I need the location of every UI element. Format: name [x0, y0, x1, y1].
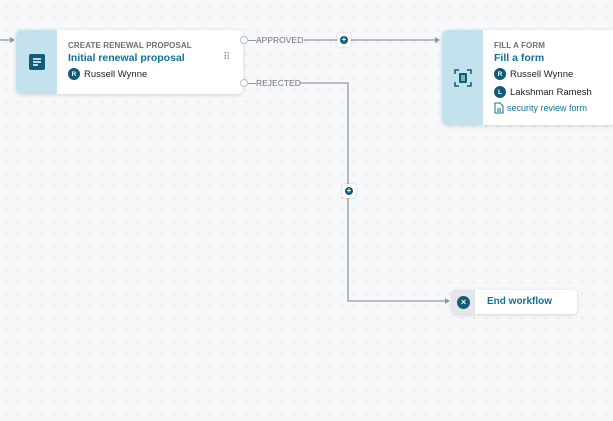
- avatar: R: [494, 68, 506, 80]
- assignee-name: Russell Wynne: [84, 68, 148, 80]
- approved-port[interactable]: [240, 36, 248, 44]
- assignee-name: Russell Wynne: [510, 68, 574, 80]
- node-title: End workflow: [487, 296, 552, 307]
- add-step-button-rejected[interactable]: +: [342, 184, 356, 198]
- assignee: R Russell Wynne: [68, 68, 192, 80]
- node-fill-a-form[interactable]: FILL A FORM Fill a form R Russell Wynne L…: [442, 30, 613, 125]
- add-step-button-approved[interactable]: +: [337, 33, 351, 47]
- node-create-renewal-proposal[interactable]: CREATE RENEWAL PROPOSAL Initial renewal …: [16, 30, 243, 94]
- avatar: R: [68, 68, 80, 80]
- node-type-label: FILL A FORM: [494, 41, 546, 50]
- assignee-name: Lakshman Ramesh: [510, 86, 592, 98]
- node-type-label: CREATE RENEWAL PROPOSAL: [68, 41, 192, 50]
- plus-icon: +: [345, 186, 353, 195]
- assignee: L Lakshman Ramesh: [494, 86, 592, 98]
- node-title: Initial renewal proposal: [68, 52, 185, 64]
- node-title: Fill a form: [494, 52, 545, 64]
- plus-icon: +: [340, 35, 348, 44]
- drag-handle-icon[interactable]: ⠿: [223, 52, 231, 63]
- edge-label-approved: APPROVED: [256, 35, 304, 45]
- edge-label-rejected: REJECTED: [256, 78, 301, 88]
- node-end-workflow[interactable]: × End workflow: [452, 290, 577, 314]
- document-icon: [16, 30, 57, 94]
- form-link[interactable]: security review form: [494, 102, 592, 114]
- assignee: R Russell Wynne: [494, 68, 592, 80]
- form-scan-icon: [442, 30, 483, 125]
- file-icon: [494, 102, 504, 114]
- rejected-port[interactable]: [240, 79, 248, 87]
- form-link-label: security review form: [507, 103, 588, 113]
- avatar: L: [494, 86, 506, 98]
- close-icon: ×: [452, 290, 475, 314]
